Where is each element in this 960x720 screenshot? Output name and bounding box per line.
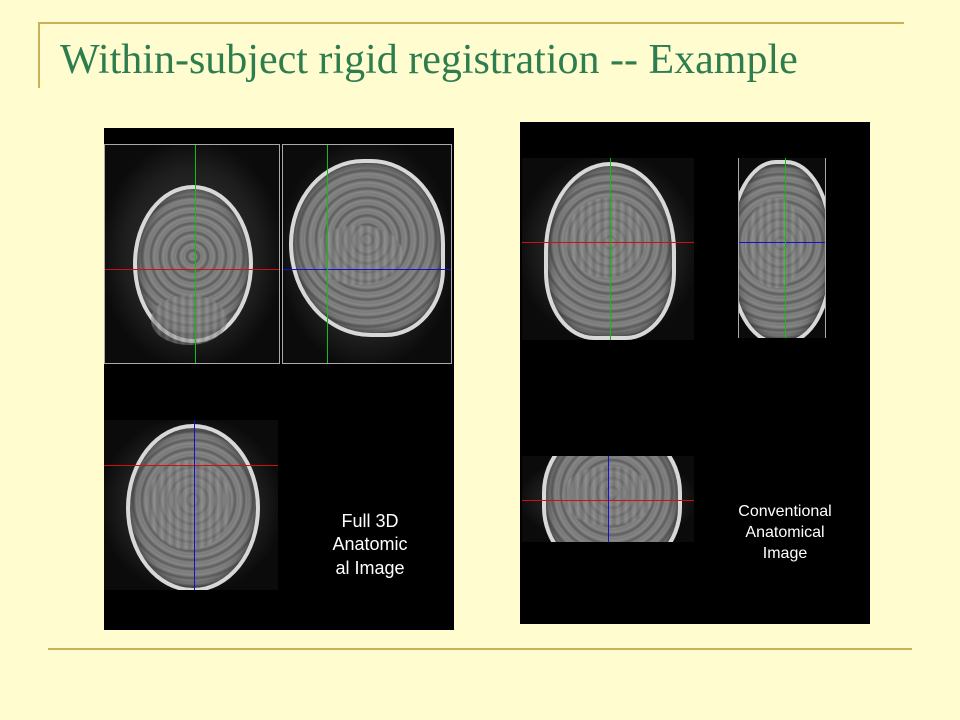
sagittal-detail <box>313 225 403 285</box>
crosshair-vertical <box>785 158 786 338</box>
caption-line-2: Anatomical <box>745 523 825 541</box>
crosshair-vertical <box>610 158 611 340</box>
crosshair-vertical <box>194 420 195 590</box>
axial-slice <box>522 456 694 542</box>
coronal-slice <box>522 158 694 340</box>
coronal-slice <box>104 144 280 364</box>
coronal-detail <box>566 198 646 278</box>
crosshair-horizontal <box>739 242 825 243</box>
axial-slice <box>104 420 278 590</box>
sagittal-slice <box>738 158 826 338</box>
sagittal-slice <box>282 144 452 364</box>
crosshair-horizontal <box>522 242 694 243</box>
caption-line-2: Anatomic <box>332 534 408 555</box>
slide-title: Within-subject rigid registration -- Exa… <box>60 37 798 83</box>
sagittal-detail <box>745 198 805 288</box>
title-rule-top <box>40 22 904 24</box>
crosshair-vertical <box>608 456 609 542</box>
image-caption: Full 3D Anatomic al Image <box>300 510 440 580</box>
image-caption: Conventional Anatomical Image <box>710 502 860 564</box>
caption-line-3: al Image <box>335 557 405 578</box>
coronal-detail <box>151 295 227 345</box>
crosshair-horizontal <box>283 269 451 270</box>
mri-panel-conventional: Conventional Anatomical Image <box>520 122 870 624</box>
axial-detail <box>146 460 232 550</box>
crosshair-horizontal <box>105 269 279 270</box>
title-rule-left <box>38 22 40 88</box>
crosshair-horizontal <box>104 465 278 466</box>
caption-line-1: Conventional <box>738 503 832 520</box>
caption-line-1: Full 3D <box>341 511 399 531</box>
mri-panel-full-3d: Full 3D Anatomic al Image <box>104 128 454 630</box>
crosshair-vertical <box>327 145 328 363</box>
crosshair-vertical <box>195 145 196 363</box>
footer-rule <box>48 648 912 650</box>
caption-line-3: Image <box>762 544 808 562</box>
sagittal-head <box>289 159 445 337</box>
